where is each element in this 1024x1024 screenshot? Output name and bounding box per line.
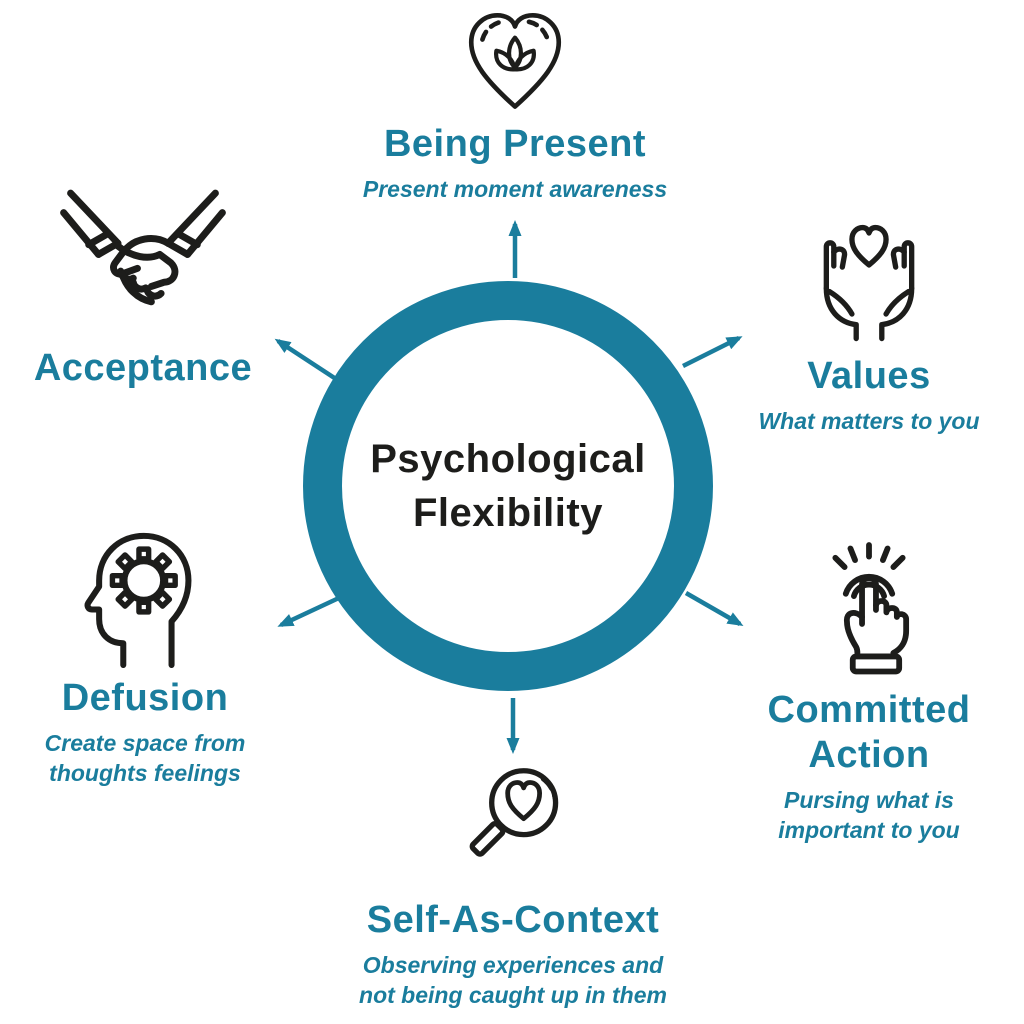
node-title-values: Values	[807, 355, 931, 397]
node-being-present: Being Present Present moment awareness	[287, 6, 743, 204]
node-title-defusion: Defusion	[61, 677, 229, 719]
node-values: Values What matters to you	[718, 218, 1020, 436]
arrow-upper-left	[274, 338, 338, 381]
node-committed-action: Committed Action Pursing what is importa…	[716, 540, 1022, 845]
head-gear-icon	[75, 522, 215, 669]
heart-lotus-icon	[459, 6, 571, 114]
magnifier-heart-icon	[449, 758, 577, 890]
handshake-icon	[59, 182, 227, 338]
node-subtitle-values: What matters to you	[758, 407, 980, 434]
node-subtitle-self-as-context: Observing experiences and not being caug…	[359, 951, 667, 1009]
node-acceptance: Acceptance	[2, 182, 284, 391]
center-circle: Psychological Flexibility	[303, 281, 713, 691]
node-title-self-as-context: Self-As-Context	[366, 899, 660, 941]
center-title: Psychological Flexibility	[370, 437, 646, 535]
node-title-committed-action: Committed Action	[767, 689, 971, 776]
arrow-lower-left	[277, 594, 342, 628]
node-subtitle-defusion: Create space from thoughts feelings	[44, 729, 246, 787]
hands-holding-heart-icon	[805, 218, 933, 346]
node-defusion: Defusion Create space from thoughts feel…	[2, 522, 288, 789]
node-title-acceptance: Acceptance	[33, 347, 253, 389]
node-title-being-present: Being Present	[383, 123, 647, 165]
node-subtitle-being-present: Present moment awareness	[362, 175, 668, 202]
tap-press-hand-icon	[804, 540, 934, 680]
node-subtitle-committed-action: Pursing what is important to you	[778, 786, 960, 844]
node-self-as-context: Self-As-Context Observing experiences an…	[290, 758, 736, 1011]
